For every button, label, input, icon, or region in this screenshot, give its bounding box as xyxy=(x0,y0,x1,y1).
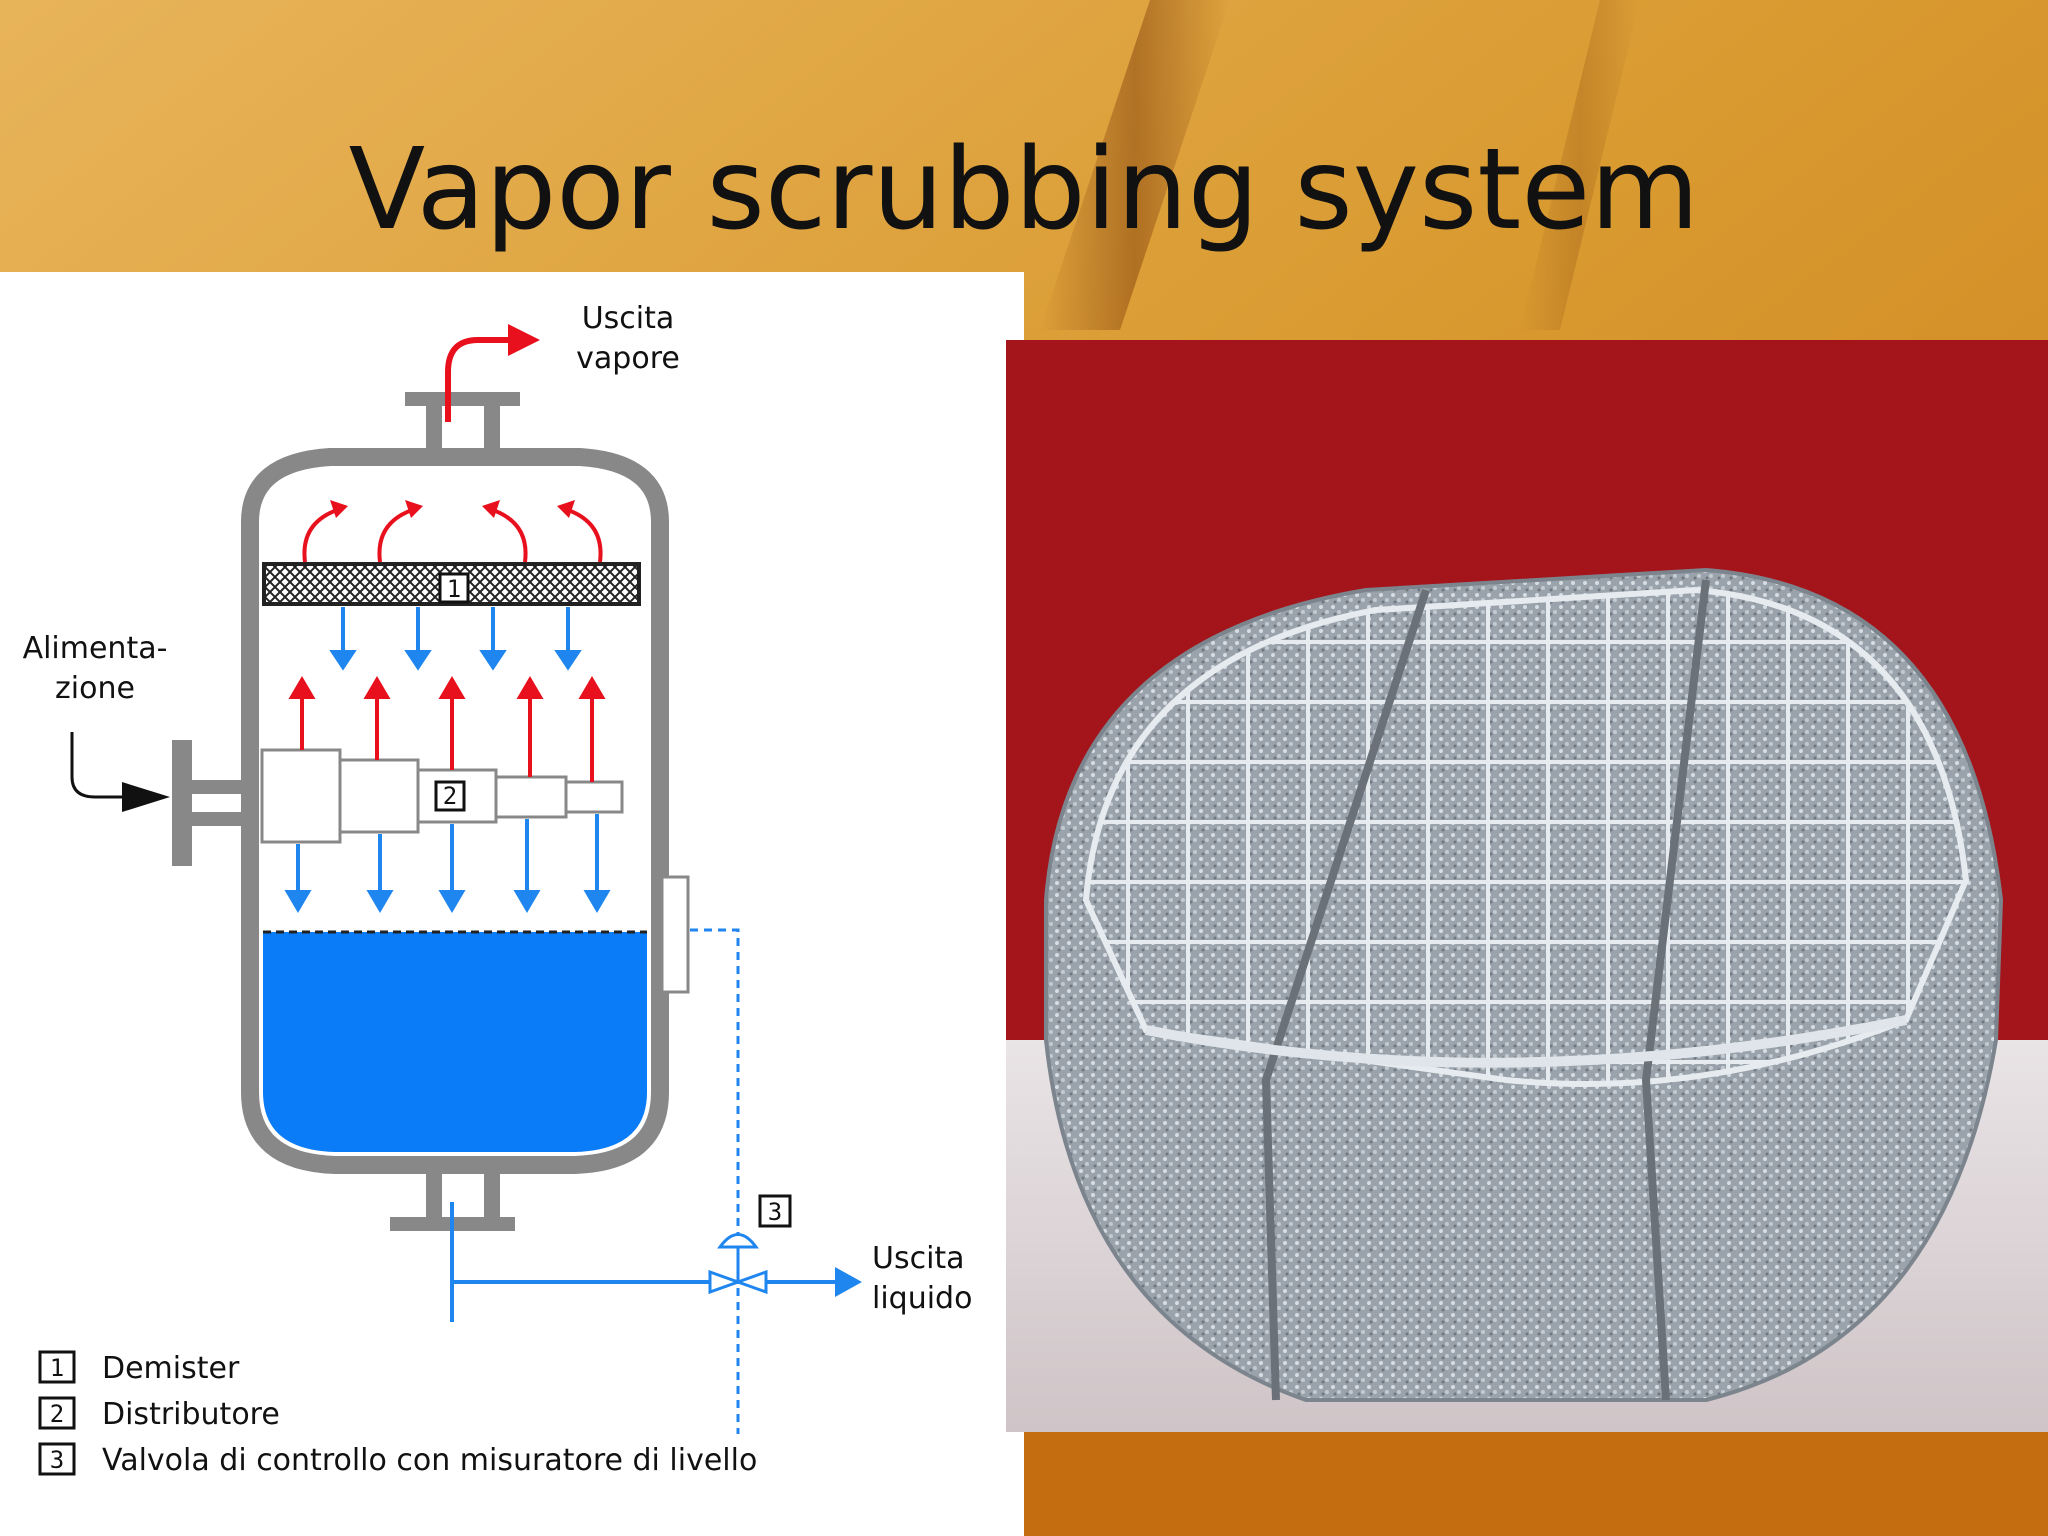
liquid-pool xyxy=(263,932,647,1152)
control-valve xyxy=(708,1233,768,1295)
liquid-drop-arrows-upper xyxy=(329,607,582,671)
feed-label-1: Alimenta- xyxy=(23,631,168,666)
marker-distributor: 2 xyxy=(443,782,457,810)
vapor-outlet-label-2: vapore xyxy=(576,341,680,376)
level-signal-line xyxy=(690,928,740,1434)
level-gauge xyxy=(660,875,690,994)
mesh-pad-demister-photo xyxy=(1006,340,2048,1432)
liquid-outlet-arrow xyxy=(835,1267,862,1297)
vapor-flow-arrows-middle xyxy=(288,676,606,782)
slide-title: Vapor scrubbing system xyxy=(348,125,1700,255)
legend-text-3: Valvola di controllo con misuratore di l… xyxy=(102,1443,757,1478)
distributor xyxy=(260,748,624,844)
liquid-outlet-label-2: liquido xyxy=(872,1281,972,1316)
legend-text-1: Demister xyxy=(102,1351,240,1386)
liquid-outlet-label-1: Uscita xyxy=(872,1241,965,1276)
legend-text-2: Distributore xyxy=(102,1397,280,1432)
legend-num-3: 3 xyxy=(50,1446,64,1474)
vapor-flow-arrows-top xyxy=(302,507,603,563)
legend-num-1: 1 xyxy=(50,1354,64,1382)
vapor-outlet-label-1: Uscita xyxy=(582,301,675,336)
liquid-drop-arrows-lower xyxy=(284,814,611,913)
legend-num-2: 2 xyxy=(50,1400,64,1428)
vapor-outlet-arrow xyxy=(445,337,512,422)
scrubber-diagram: 1 2 xyxy=(23,301,973,1478)
diagram-panel: 1 2 xyxy=(0,272,1024,1536)
feed-arrow xyxy=(70,732,132,799)
vapor-outlet-nozzle xyxy=(405,392,520,458)
liquid-outlet-nozzle xyxy=(390,1165,515,1231)
marker-valve: 3 xyxy=(768,1198,782,1226)
legend: 1 Demister 2 Distributore 3 Valvola di c… xyxy=(38,1350,757,1478)
feed-label-2: zione xyxy=(55,671,135,706)
marker-demister: 1 xyxy=(447,575,461,603)
feed-nozzle xyxy=(172,740,252,866)
demister-pad xyxy=(262,562,641,606)
